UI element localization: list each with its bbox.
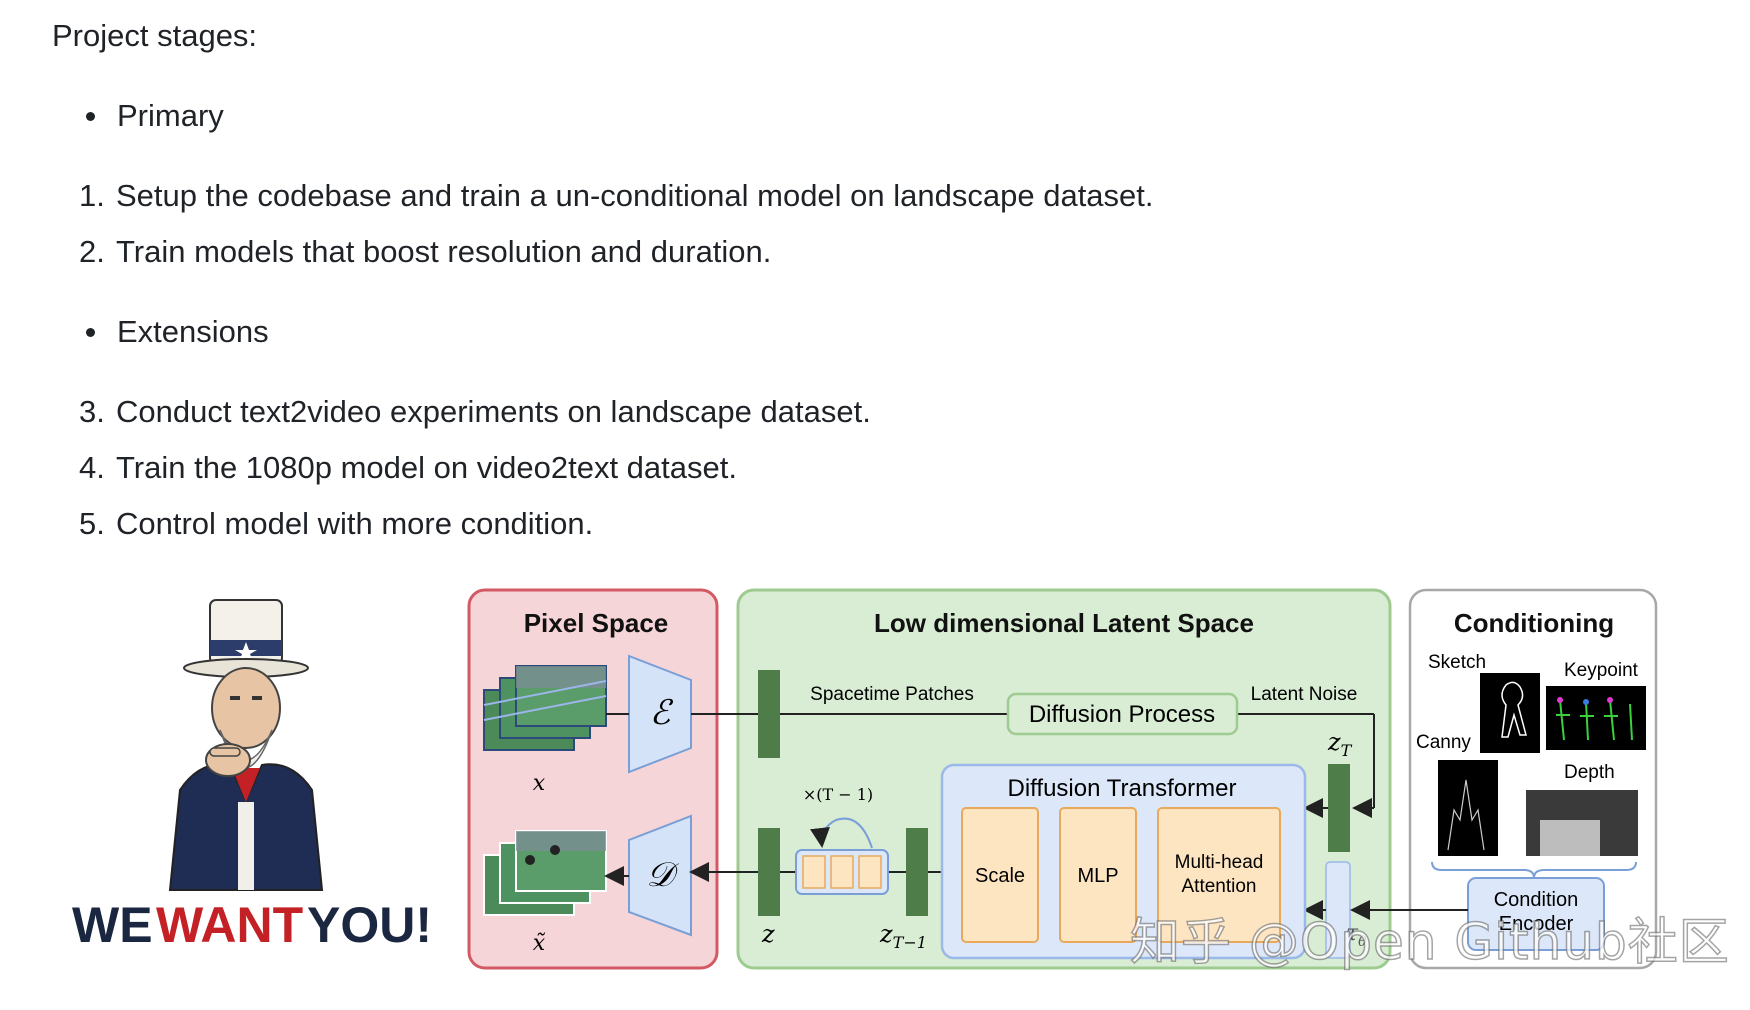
input-video-frames xyxy=(483,665,607,751)
canny-label: Canny xyxy=(1416,732,1471,753)
scale-block xyxy=(961,807,1039,943)
denoise-loop xyxy=(795,817,889,895)
latent-noise-label: Latent Noise xyxy=(1251,684,1358,705)
list-item: 2. Train models that boost resolution and… xyxy=(79,234,771,270)
list-text: Train models that boost resolution and d… xyxy=(116,234,772,269)
depth-label: Depth xyxy=(1564,762,1615,783)
z-t-minus-1-label: zT−1 xyxy=(879,920,927,952)
list-item: 4. Train the 1080p model on video2text da… xyxy=(79,450,737,486)
list-text: Control model with more condition. xyxy=(116,506,594,541)
list-text: Setup the codebase and train a un-condit… xyxy=(116,178,1154,213)
diffusion-process-box xyxy=(1006,692,1239,736)
list-number: 4. xyxy=(79,450,105,485)
list-number: 5. xyxy=(79,506,105,541)
list-item: 3. Conduct text2video experiments on land… xyxy=(79,394,871,430)
conditioning-title: Conditioning xyxy=(1454,608,1614,638)
repeat-label: ×(T − 1) xyxy=(803,785,873,804)
conditioning-panel: Conditioning Sketch Keypoint Canny Depth… xyxy=(1350,588,1658,970)
attention-block xyxy=(1157,807,1281,943)
mlp-label: MLP xyxy=(1077,865,1118,887)
section-primary: Primary xyxy=(86,98,224,134)
encoder-symbol: ℰ xyxy=(650,693,674,733)
list-number: 3. xyxy=(79,394,105,429)
attention-label-line2: Attention xyxy=(1182,876,1257,897)
tau-label: τθ xyxy=(1346,921,1367,950)
x-label: x xyxy=(533,771,546,796)
sketch-image xyxy=(1480,673,1540,753)
latent-space-title: Low dimensional Latent Space xyxy=(874,608,1254,638)
latent-bar-z-t xyxy=(1328,764,1350,852)
diffusion-process-label: Diffusion Process xyxy=(1029,701,1215,728)
poster-word-we: WE xyxy=(72,897,153,953)
scale-label: Scale xyxy=(975,865,1025,887)
uncle-sam-illustration xyxy=(168,599,324,891)
section-label: Primary xyxy=(117,98,224,133)
condition-encoder-line1: Condition xyxy=(1494,889,1579,911)
pixel-space-panel: Pixel Space x x̃ ℰ 𝒟 xyxy=(467,588,719,970)
z-t-label: zT xyxy=(1327,728,1353,760)
list-item: 1. Setup the codebase and train a un-cond… xyxy=(79,178,1154,214)
list-number: 1. xyxy=(79,178,105,213)
section-extensions: Extensions xyxy=(86,314,269,350)
poster-word-want: WANT xyxy=(156,897,303,953)
bullet-dot xyxy=(86,111,95,121)
list-number: 2. xyxy=(79,234,105,269)
diffusion-transformer-title: Diffusion Transformer xyxy=(1008,775,1237,802)
latent-bar-z-t-minus-1 xyxy=(906,828,928,916)
list-item: 5. Control model with more condition. xyxy=(79,506,593,542)
latent-bar-z xyxy=(758,828,780,916)
encoder-block xyxy=(628,654,692,774)
x-tilde-label: x̃ xyxy=(533,931,546,956)
watermark: 知乎 @Open Github社区 xyxy=(1129,912,1730,972)
canny-image xyxy=(1438,760,1498,856)
page-heading: Project stages: xyxy=(52,18,258,53)
list-text: Conduct text2video experiments on landsc… xyxy=(116,394,871,429)
poster-word-you: YOU! xyxy=(307,897,432,953)
attention-label-line1: Multi-head xyxy=(1175,852,1264,873)
decoder-block xyxy=(628,814,692,937)
output-video-frames xyxy=(483,830,607,916)
mlp-block xyxy=(1059,807,1137,943)
bullet-dot xyxy=(86,327,95,337)
uncle-sam-poster: WE WANT YOU! xyxy=(72,599,432,953)
section-label: Extensions xyxy=(117,314,269,349)
latent-space-panel: Low dimensional Latent Space Spacetime P… xyxy=(689,588,1392,970)
sketch-label: Sketch xyxy=(1428,652,1486,673)
condition-encoder-box xyxy=(1467,877,1605,951)
z-label: z xyxy=(761,920,775,948)
latent-bar-top xyxy=(758,670,780,758)
pixel-space-title: Pixel Space xyxy=(524,608,669,638)
keypoint-label: Keypoint xyxy=(1564,660,1639,681)
condition-encoder-line2: Encoder xyxy=(1499,913,1574,935)
spacetime-patches-label: Spacetime Patches xyxy=(810,684,974,705)
list-text: Train the 1080p model on video2text data… xyxy=(116,450,737,485)
